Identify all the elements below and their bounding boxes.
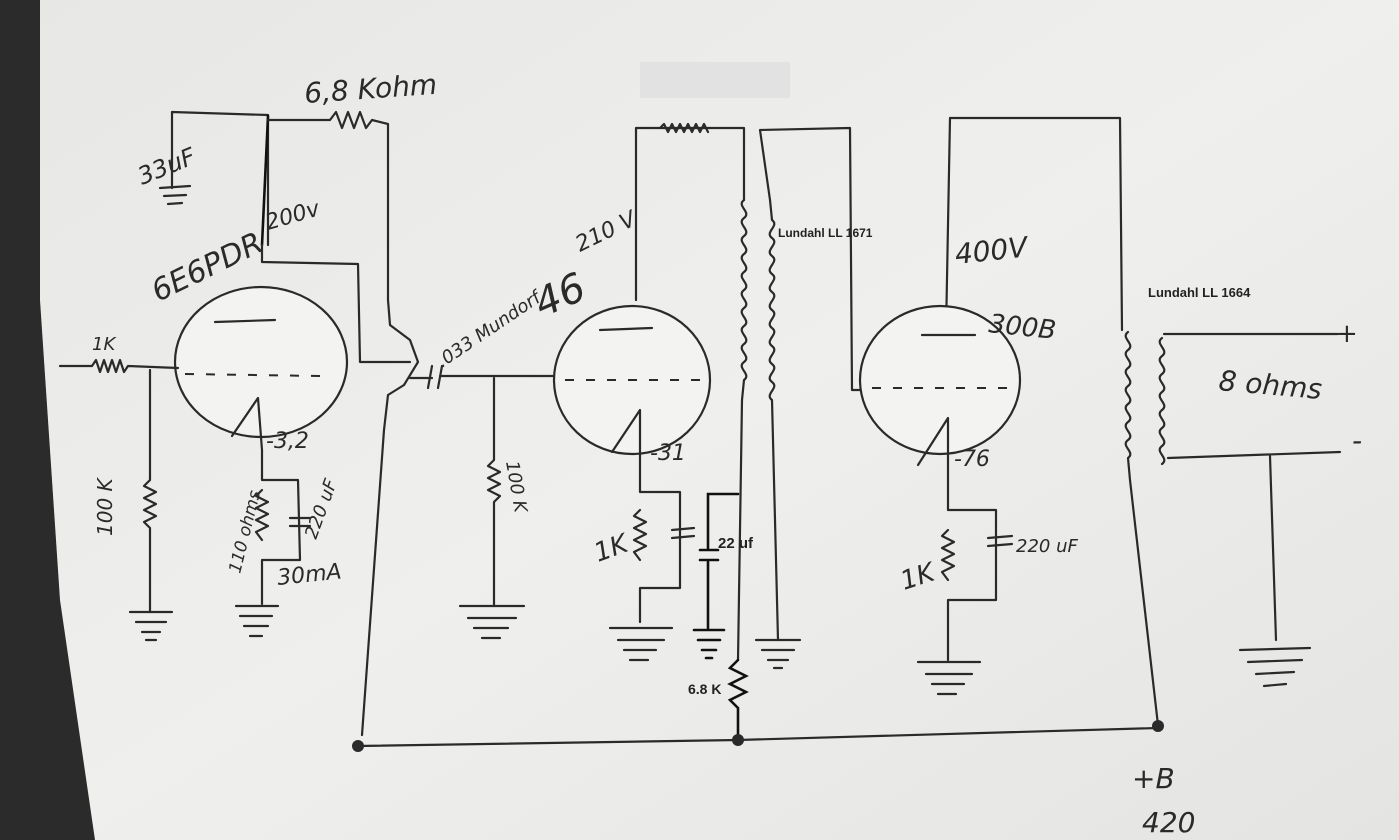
ground-symbol	[234, 604, 280, 638]
label-plate3-voltage: 400V	[953, 230, 1030, 271]
rail-node	[732, 734, 744, 746]
label-output-minus: -	[1352, 424, 1362, 457]
plate-1	[213, 318, 277, 324]
ground-symbol	[692, 628, 726, 660]
label-cathode3-voltage: -76	[954, 447, 990, 472]
plate-2	[598, 326, 654, 332]
ground-symbol	[158, 184, 192, 206]
paper	[40, 0, 1399, 840]
tube-1-envelope	[173, 285, 349, 439]
ground-symbol	[128, 610, 174, 642]
label-tube3: 300B	[987, 309, 1057, 346]
label-b-plus: +B	[1132, 762, 1175, 795]
label-interstage-transformer: Lundahl LL 1671	[778, 226, 873, 240]
stage-1	[58, 110, 420, 737]
label-b-plus-voltage: 420	[1142, 806, 1195, 839]
stage-3	[858, 116, 1342, 727]
label-cathode1-voltage: -3,2	[266, 429, 309, 454]
label-grid1-resistor: 100 K	[93, 476, 117, 536]
ground-symbol	[754, 638, 802, 670]
rail-node	[352, 740, 364, 752]
label-input-resistor: 1K	[92, 334, 116, 355]
stage-2	[408, 122, 872, 740]
tube-3-envelope	[858, 304, 1022, 456]
label-output-transformer: Lundahl LL 1664	[1148, 285, 1251, 300]
smudge	[640, 62, 790, 98]
ground-symbol	[1238, 646, 1312, 688]
ground-symbol	[458, 604, 526, 640]
label-drop-resistor: 6.8 K	[688, 681, 721, 697]
label-filter-cap: 22 uf	[718, 535, 754, 552]
rail-node	[1152, 720, 1164, 732]
ground-symbol	[608, 626, 674, 662]
label-cathode3-cap: 220 uF	[1016, 536, 1078, 557]
ground-symbol	[916, 660, 982, 696]
grid-1	[184, 373, 321, 377]
label-cathode2-voltage: -31	[650, 441, 686, 466]
label-output-plus: +	[1336, 319, 1358, 349]
